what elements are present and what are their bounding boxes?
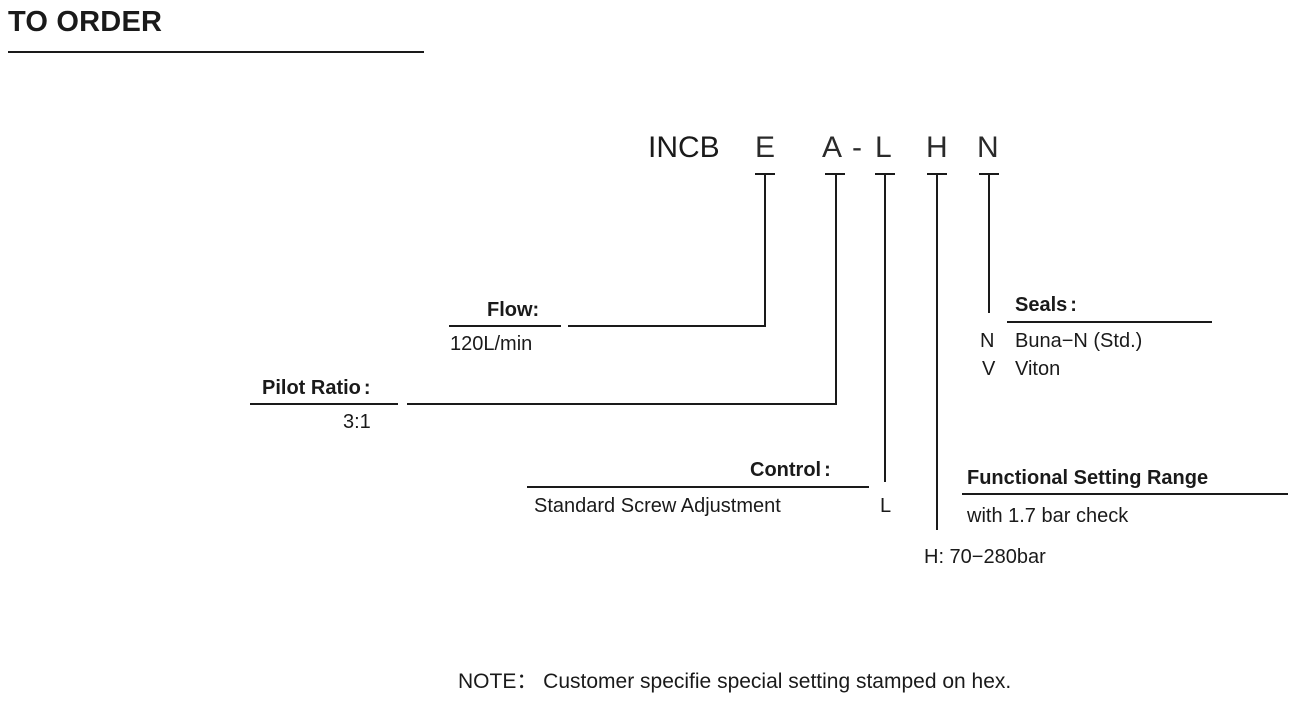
control-underline bbox=[527, 486, 869, 488]
seal-option-code: N bbox=[980, 330, 995, 352]
section-title: TO ORDER bbox=[8, 6, 163, 38]
control-heading: Control: bbox=[750, 459, 831, 482]
control-heading-text: Control bbox=[750, 459, 822, 481]
seal-option-code: V bbox=[982, 358, 996, 380]
pilot-ratio-heading: Pilot Ratio: bbox=[262, 377, 371, 400]
title-underline bbox=[8, 51, 424, 53]
flow-option: 120L/min bbox=[450, 333, 533, 355]
order-note: NOTE： Customer specifie special setting … bbox=[458, 670, 1012, 693]
leader-control-vertical bbox=[884, 173, 886, 482]
code-control-letter: L bbox=[875, 131, 892, 164]
seals-heading-text: Seals bbox=[1015, 294, 1068, 316]
code-pilot-letter: A bbox=[822, 131, 843, 164]
leader-pilot-horizontal bbox=[407, 403, 837, 405]
range-heading: Functional Setting Range bbox=[967, 467, 1209, 489]
leader-range-vertical bbox=[936, 173, 938, 530]
flow-underline bbox=[449, 325, 561, 327]
range-subheading: with 1.7 bar check bbox=[967, 505, 1129, 527]
code-seal-letter: N bbox=[977, 131, 999, 164]
pilot-ratio-heading-text: Pilot Ratio bbox=[262, 377, 361, 399]
control-colon: : bbox=[824, 459, 831, 481]
flow-heading: Flow: bbox=[487, 299, 540, 321]
seals-underline bbox=[1007, 321, 1212, 323]
model-prefix: INCB bbox=[648, 131, 720, 164]
code-range-letter: H bbox=[926, 131, 948, 164]
pilot-ratio-underline bbox=[250, 403, 398, 405]
range-underline bbox=[962, 493, 1288, 495]
seals-heading: Seals: bbox=[1015, 294, 1077, 317]
leader-pilot-vertical bbox=[835, 173, 837, 404]
control-option: Standard Screw Adjustment bbox=[534, 495, 781, 517]
leader-flow-vertical bbox=[764, 173, 766, 326]
seals-colon: : bbox=[1070, 294, 1077, 316]
leader-seal-vertical bbox=[988, 173, 990, 313]
range-option: H: 70−280bar bbox=[924, 546, 1046, 568]
pilot-ratio-option: 3:1 bbox=[343, 411, 371, 433]
seal-option-label: Buna−N (Std.) bbox=[1015, 330, 1143, 352]
seal-option-label: Viton bbox=[1015, 358, 1061, 380]
leader-flow-horizontal bbox=[568, 325, 766, 327]
code-separator: - bbox=[852, 131, 862, 164]
code-flow-letter: E bbox=[755, 131, 776, 164]
pilot-ratio-colon: : bbox=[363, 377, 371, 399]
control-code: L bbox=[880, 495, 892, 517]
